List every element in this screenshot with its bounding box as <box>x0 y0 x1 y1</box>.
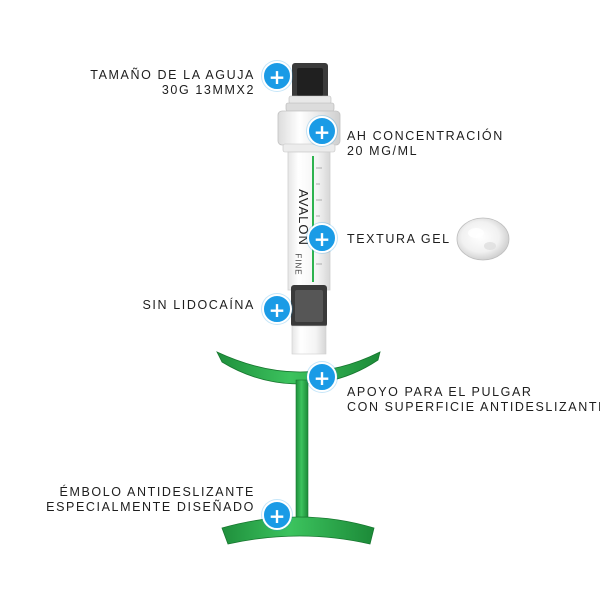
plunger-label: ÉMBOLO ANTIDESLIZANTE ESPECIALMENTE DISE… <box>46 485 255 514</box>
thumb-rest-label: APOYO PARA EL PULGAR CON SUPERFICIE ANTI… <box>347 385 600 414</box>
plunger-plus-icon[interactable]: + <box>262 500 292 530</box>
texture-label: TEXTURA GEL <box>347 232 451 246</box>
concentration-plus-icon[interactable]: + <box>307 116 337 146</box>
needle-size-label: TAMAÑO DE LA AGUJA 30G 13MMX2 <box>90 68 255 97</box>
plunger-stopper <box>291 285 327 327</box>
gel-sample-image <box>456 217 510 261</box>
lidocaine-label: SIN LIDOCAÍNA <box>142 298 255 312</box>
needle-cap <box>285 63 335 112</box>
lidocaine-plus-icon[interactable]: + <box>262 294 292 324</box>
finger-flange <box>216 351 381 385</box>
texture-plus-icon[interactable]: + <box>307 223 337 253</box>
plunger-rod <box>295 379 309 521</box>
syringe-barrel <box>287 151 331 291</box>
needle-size-plus-icon[interactable]: + <box>262 61 292 91</box>
thumb-rest-plus-icon[interactable]: + <box>307 362 337 392</box>
thumb-press <box>221 516 375 545</box>
concentration-label: AH CONCENTRACIÓN 20 MG/ML <box>347 129 504 158</box>
variant-label: FINE <box>293 253 303 276</box>
